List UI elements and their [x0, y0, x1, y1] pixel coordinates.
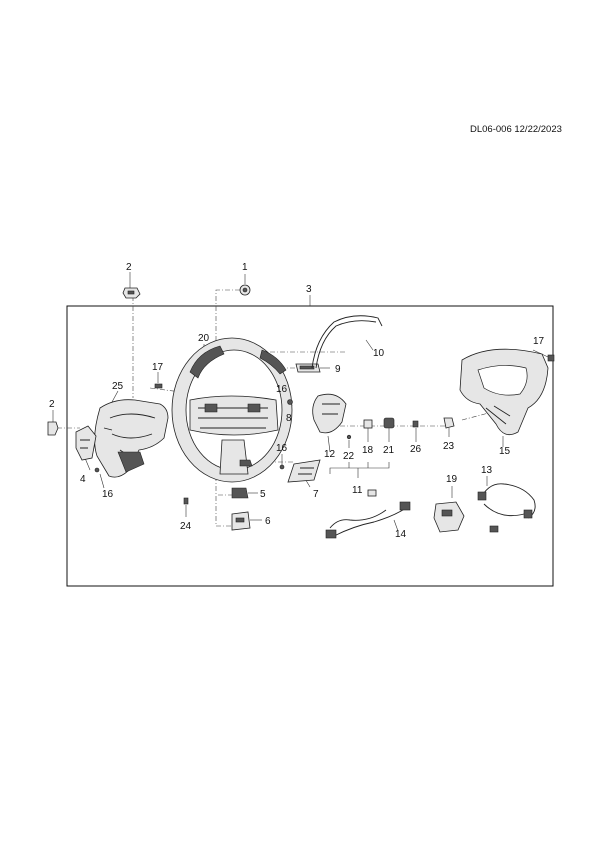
- callout-22: 22: [343, 451, 355, 462]
- part-18-bushing: [363, 419, 373, 429]
- callout-26: 26: [410, 444, 422, 455]
- callout-21: 21: [383, 445, 395, 456]
- callout-labels: 1 2 2 3 4 5 6 7 8 9 10 11 12 13 14 15 16…: [49, 262, 545, 540]
- part-12-bezel: [312, 393, 347, 434]
- callout-18: 18: [362, 445, 374, 456]
- part-15-upper-cover: [459, 348, 549, 436]
- callout-7: 7: [313, 489, 319, 500]
- part-4-bracket: [75, 425, 97, 461]
- part-13-harness: [477, 483, 536, 533]
- callout-16: 16: [276, 443, 288, 454]
- callout-13: 13: [481, 465, 493, 476]
- callout-9: 9: [335, 364, 341, 375]
- part-26-pin: [412, 420, 419, 428]
- callout-16: 16: [102, 489, 114, 500]
- callout-8: 8: [286, 413, 292, 424]
- part-20-steering-wheel: [171, 337, 293, 483]
- part-10-trim: [311, 315, 383, 369]
- part-2-clip: [122, 287, 141, 299]
- diagram-reference: DL06-006 12/22/2023: [470, 124, 562, 135]
- part-2-clip-left: [47, 421, 59, 436]
- callout-19: 19: [446, 474, 458, 485]
- callout-23: 23: [443, 441, 455, 452]
- callout-17: 17: [152, 362, 164, 373]
- callout-14: 14: [395, 529, 407, 540]
- callout-20: 20: [198, 333, 210, 344]
- part-21-gear: [383, 417, 395, 429]
- part-5-switch: [231, 487, 249, 499]
- callout-25: 25: [112, 381, 124, 392]
- part-22-screw: [346, 434, 352, 440]
- part-6-switch: [231, 511, 251, 531]
- part-19-switch: [433, 501, 465, 533]
- callout-2: 2: [49, 399, 55, 410]
- callout-6: 6: [265, 516, 271, 527]
- part-7-pad: [287, 459, 321, 483]
- callout-12: 12: [324, 449, 336, 460]
- callout-16: 16: [276, 384, 288, 395]
- callout-24: 24: [180, 521, 192, 532]
- part-23-plug: [443, 417, 455, 429]
- callout-2: 2: [126, 262, 132, 273]
- part-8-clip: [287, 399, 293, 405]
- callout-3: 3: [306, 284, 312, 295]
- callout-10: 10: [373, 348, 385, 359]
- part-25-lower-shroud: [94, 399, 169, 478]
- callout-17: 17: [533, 336, 545, 347]
- part-24-screw: [183, 497, 189, 505]
- callout-11: 11: [352, 485, 363, 496]
- callout-5: 5: [260, 489, 266, 500]
- part-9-switch: [295, 363, 321, 373]
- part-14-harness: [325, 489, 411, 539]
- part-17-screw: [154, 354, 555, 389]
- callout-15: 15: [499, 446, 511, 457]
- part-1-nut: [239, 284, 251, 296]
- callout-1: 1: [242, 262, 248, 273]
- callout-4: 4: [80, 474, 86, 485]
